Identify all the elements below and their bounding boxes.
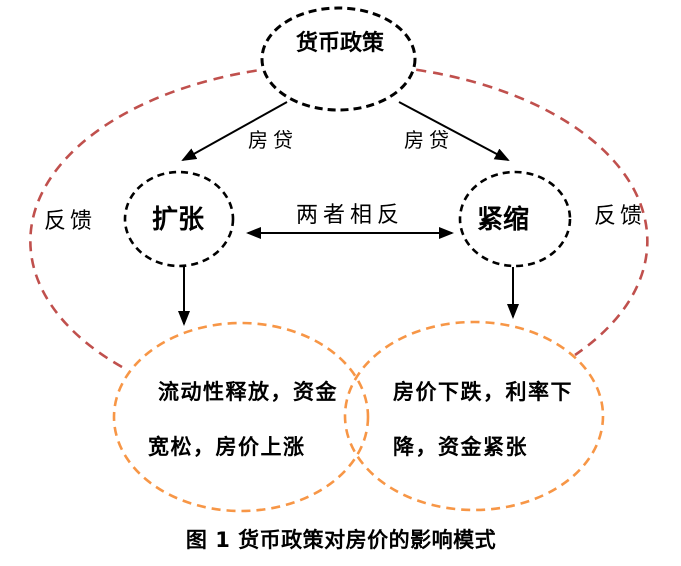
feedback-loop-arc [29,62,649,369]
right-outcome-ellipse [343,320,605,512]
expansion-ellipse [123,170,235,268]
feedback-right-label: 反馈 [593,204,647,229]
mortgage-right-label: 房贷 [404,128,454,152]
expansion-label: 扩张 [151,205,205,235]
opposite-label: 两者相反 [295,203,405,228]
monetary-policy-ellipse [260,6,417,112]
feedback-left-label: 反馈 [43,209,97,234]
left-outcome-ellipse [112,321,370,513]
contraction-label: 紧缩 [476,205,530,235]
arrow-policy-to-contraction [398,101,510,161]
right-outcome-line1: 房价下跌，利率下 [393,380,573,404]
figure-caption: 图 1 货币政策对房价的影响模式 [185,528,497,552]
monetary-policy-label: 货币政策 [295,31,385,56]
right-outcome-line2: 降，资金紧张 [393,435,528,459]
left-outcome-line1: 流动性释放，资金 [158,380,338,404]
arrow-policy-to-expansion [181,101,288,161]
mortgage-left-label: 房贷 [248,128,298,152]
contraction-ellipse [458,170,572,268]
left-outcome-line2: 宽松，房价上涨 [148,435,306,459]
